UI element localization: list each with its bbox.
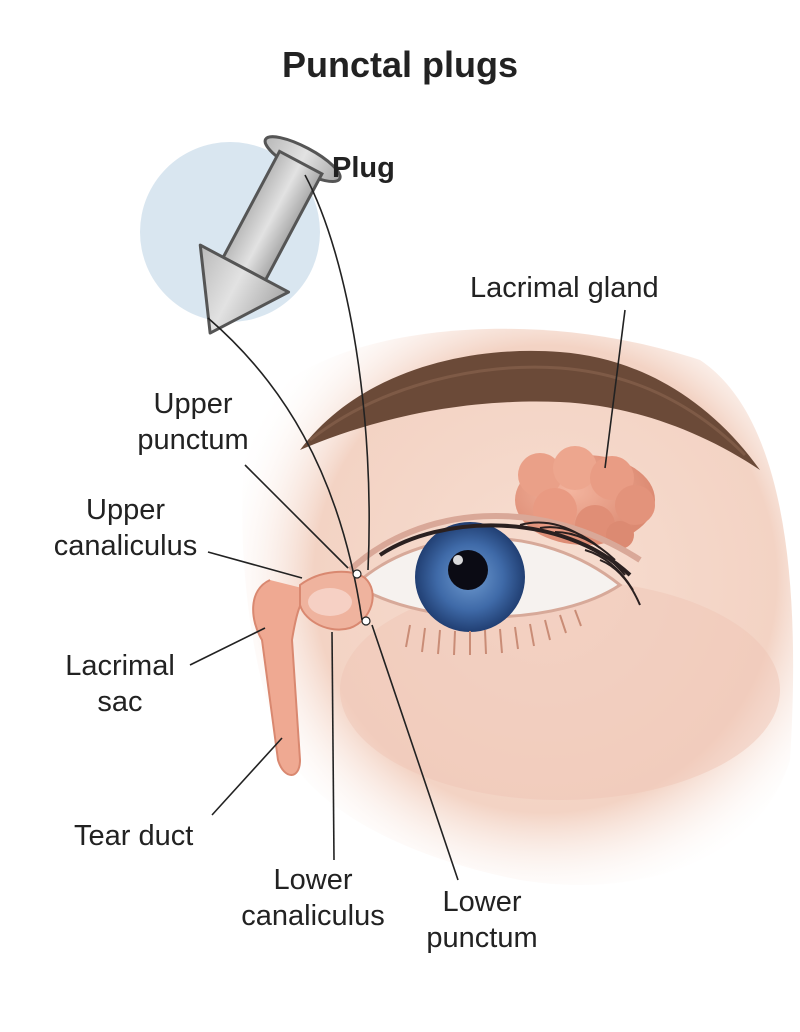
label-plug: Plug xyxy=(332,152,395,184)
label-lower-punctum-line1: Lower xyxy=(442,886,522,918)
label-upper-canaliculus-line1: Upper xyxy=(86,494,165,526)
label-lower-canaliculus: Lower canaliculus xyxy=(228,862,398,934)
leader-upper-punctum xyxy=(244,464,349,569)
pupil xyxy=(448,550,488,590)
leader-lacrimal-gland xyxy=(604,309,626,469)
label-upper-canaliculus-line2: canaliculus xyxy=(53,530,198,562)
leader-lacrimal-sac xyxy=(189,627,266,666)
leader-lower-canaliculus xyxy=(331,631,335,861)
eyebrow xyxy=(300,350,760,470)
lacrimal-sac-and-duct xyxy=(252,579,311,776)
label-upper-canaliculus: Upper canaliculus xyxy=(38,492,213,564)
label-lacrimal-sac: Lacrimal sac xyxy=(50,648,190,720)
label-lower-canaliculus-line2: canaliculus xyxy=(241,900,385,932)
label-lower-punctum: Lower punctum xyxy=(412,884,552,956)
punctal-plug xyxy=(198,135,342,335)
lower-lashes xyxy=(405,609,582,656)
label-lacrimal-sac-line1: Lacrimal xyxy=(65,650,175,682)
leader-tear-duct xyxy=(211,737,283,816)
label-upper-punctum-line2: punctum xyxy=(137,424,249,456)
leader-upper-canaliculus xyxy=(207,551,303,579)
label-lower-canaliculus-line1: Lower xyxy=(273,864,353,896)
label-upper-punctum-line1: Upper xyxy=(153,388,233,420)
label-tear-duct: Tear duct xyxy=(74,820,194,852)
upper-lashes xyxy=(519,521,641,606)
upper-lid-crease xyxy=(347,512,642,573)
diagram-title: Punctal plugs xyxy=(281,44,519,85)
plug-leader-upper xyxy=(304,174,370,571)
label-lacrimal-sac-line2: sac xyxy=(97,686,143,718)
label-lacrimal-gland: Lacrimal gland xyxy=(470,272,659,304)
leader-lower-punctum xyxy=(371,624,459,881)
plug-leader-lower xyxy=(207,317,363,621)
under-eye-shadow xyxy=(340,580,780,800)
label-lower-punctum-line2: punctum xyxy=(426,922,538,954)
label-upper-punctum: Upper punctum xyxy=(118,386,268,458)
